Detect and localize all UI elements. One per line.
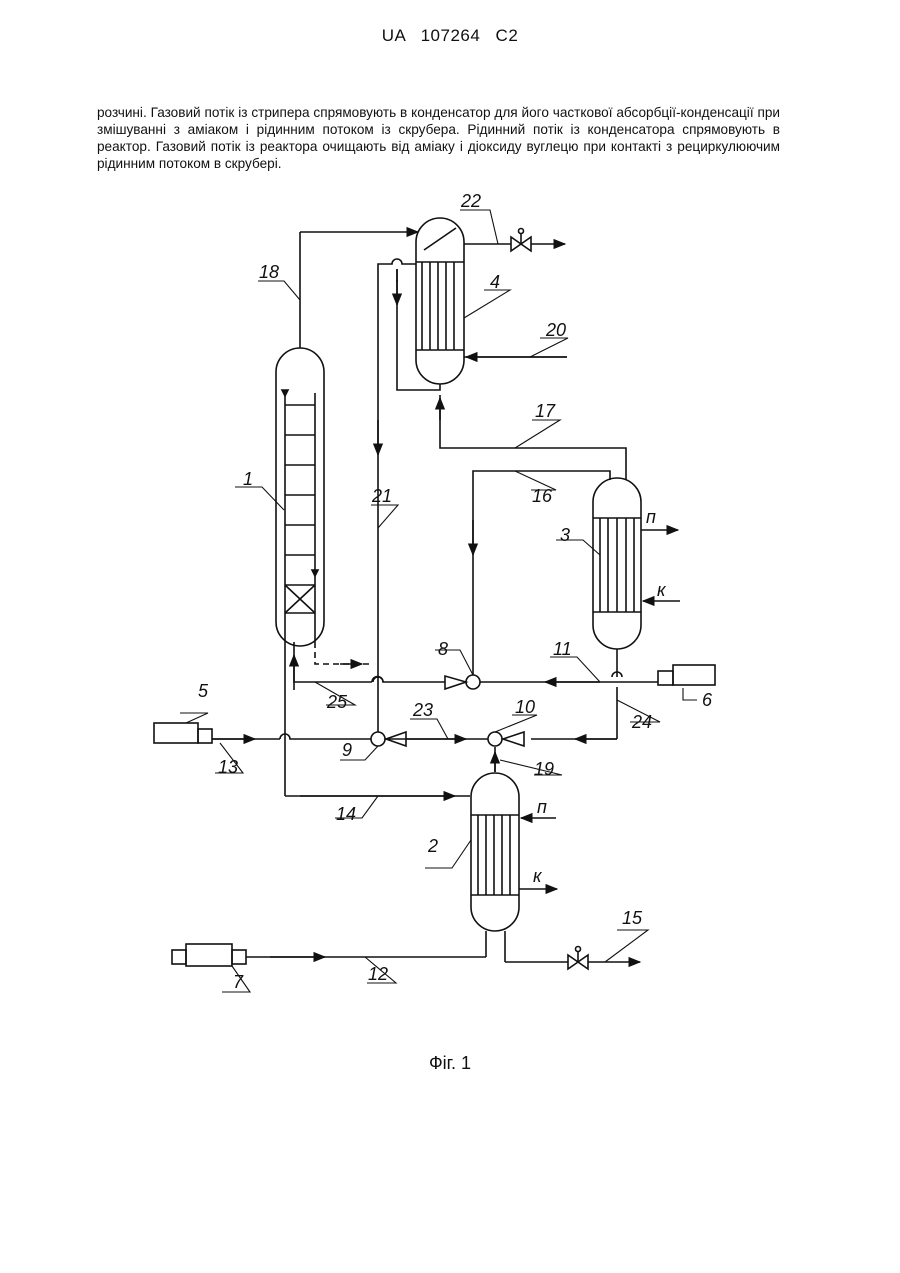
condenser-4 [416, 218, 464, 384]
label-14: 14 [336, 804, 356, 824]
label-5: 5 [198, 681, 209, 701]
label-k-unit2: к [533, 866, 543, 886]
label-p-unit3: п [646, 507, 656, 527]
label-21: 21 [371, 486, 392, 506]
label-3: 3 [560, 525, 570, 545]
ejector-8 [445, 675, 480, 689]
label-6: 6 [702, 690, 713, 710]
label-12: 12 [368, 964, 388, 984]
pump-7 [172, 944, 246, 966]
label-p-unit2: п [537, 797, 547, 817]
label-15: 15 [622, 908, 643, 928]
scrubber-2 [471, 773, 519, 931]
stripper-column-1 [276, 348, 324, 646]
label-16: 16 [532, 486, 553, 506]
label-23: 23 [412, 700, 433, 720]
label-10: 10 [515, 697, 535, 717]
label-25: 25 [326, 692, 348, 712]
label-20: 20 [545, 320, 566, 340]
figure-caption: Фіг. 1 [0, 1053, 900, 1074]
label-17: 17 [535, 401, 556, 421]
valve-15 [568, 947, 588, 970]
pump-6 [658, 665, 715, 685]
label-13: 13 [218, 757, 238, 777]
label-18: 18 [259, 262, 279, 282]
label-7: 7 [233, 972, 244, 992]
pump-5 [154, 723, 212, 743]
valve-22 [511, 229, 531, 252]
label-22: 22 [460, 191, 481, 211]
ejector-10 [488, 732, 524, 746]
label-2: 2 [427, 836, 438, 856]
label-4: 4 [490, 272, 500, 292]
label-11: 11 [553, 639, 572, 659]
label-1: 1 [243, 469, 253, 489]
label-19: 19 [534, 759, 554, 779]
label-9: 9 [342, 740, 352, 760]
label-k-unit3: к [657, 580, 667, 600]
label-24: 24 [631, 712, 652, 732]
unit-3 [593, 478, 641, 649]
label-8: 8 [438, 639, 448, 659]
